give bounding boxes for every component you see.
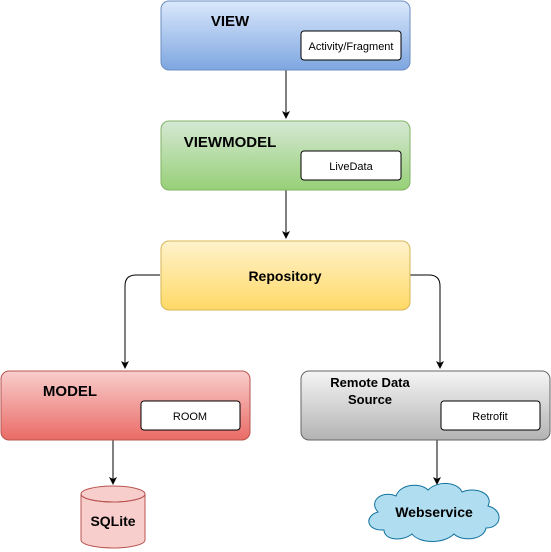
view-sub-box <box>300 30 402 61</box>
view-title: VIEW <box>211 13 250 30</box>
sqlite-label: SQLite <box>90 513 135 529</box>
database-cylinder-icon <box>80 485 146 549</box>
sqlite-node: SQLite <box>80 485 146 549</box>
arrow-repository-to-model <box>121 274 160 369</box>
model-sub-box <box>140 400 241 431</box>
repository-node: Repository <box>160 240 411 311</box>
remote-title-line2: Source <box>348 392 392 407</box>
model-node: MODEL ROOM <box>0 370 251 441</box>
cloud-icon <box>368 483 500 542</box>
view-node: VIEW Activity/Fragment <box>160 0 411 71</box>
remote-title-line1: Remote Data <box>330 375 410 390</box>
remote-node: Remote Data Source Retrofit <box>300 370 551 441</box>
viewmodel-sub-label: LiveData <box>329 161 373 173</box>
viewmodel-title: VIEWMODEL <box>184 134 277 151</box>
viewmodel-node: VIEWMODEL LiveData <box>160 120 411 191</box>
model-sub-label: ROOM <box>173 411 207 423</box>
model-title: MODEL <box>43 383 97 400</box>
view-sub-label: Activity/Fragment <box>309 41 394 53</box>
arrow-repository-to-remote <box>410 274 444 369</box>
webservice-label: Webservice <box>395 504 473 520</box>
remote-sub-box <box>440 400 541 431</box>
remote-sub-label: Retrofit <box>472 411 507 423</box>
webservice-node: Webservice <box>368 483 500 542</box>
repository-box <box>160 240 411 311</box>
repository-title: Repository <box>248 268 321 284</box>
connectors <box>109 70 444 485</box>
viewmodel-sub-box <box>300 150 402 181</box>
